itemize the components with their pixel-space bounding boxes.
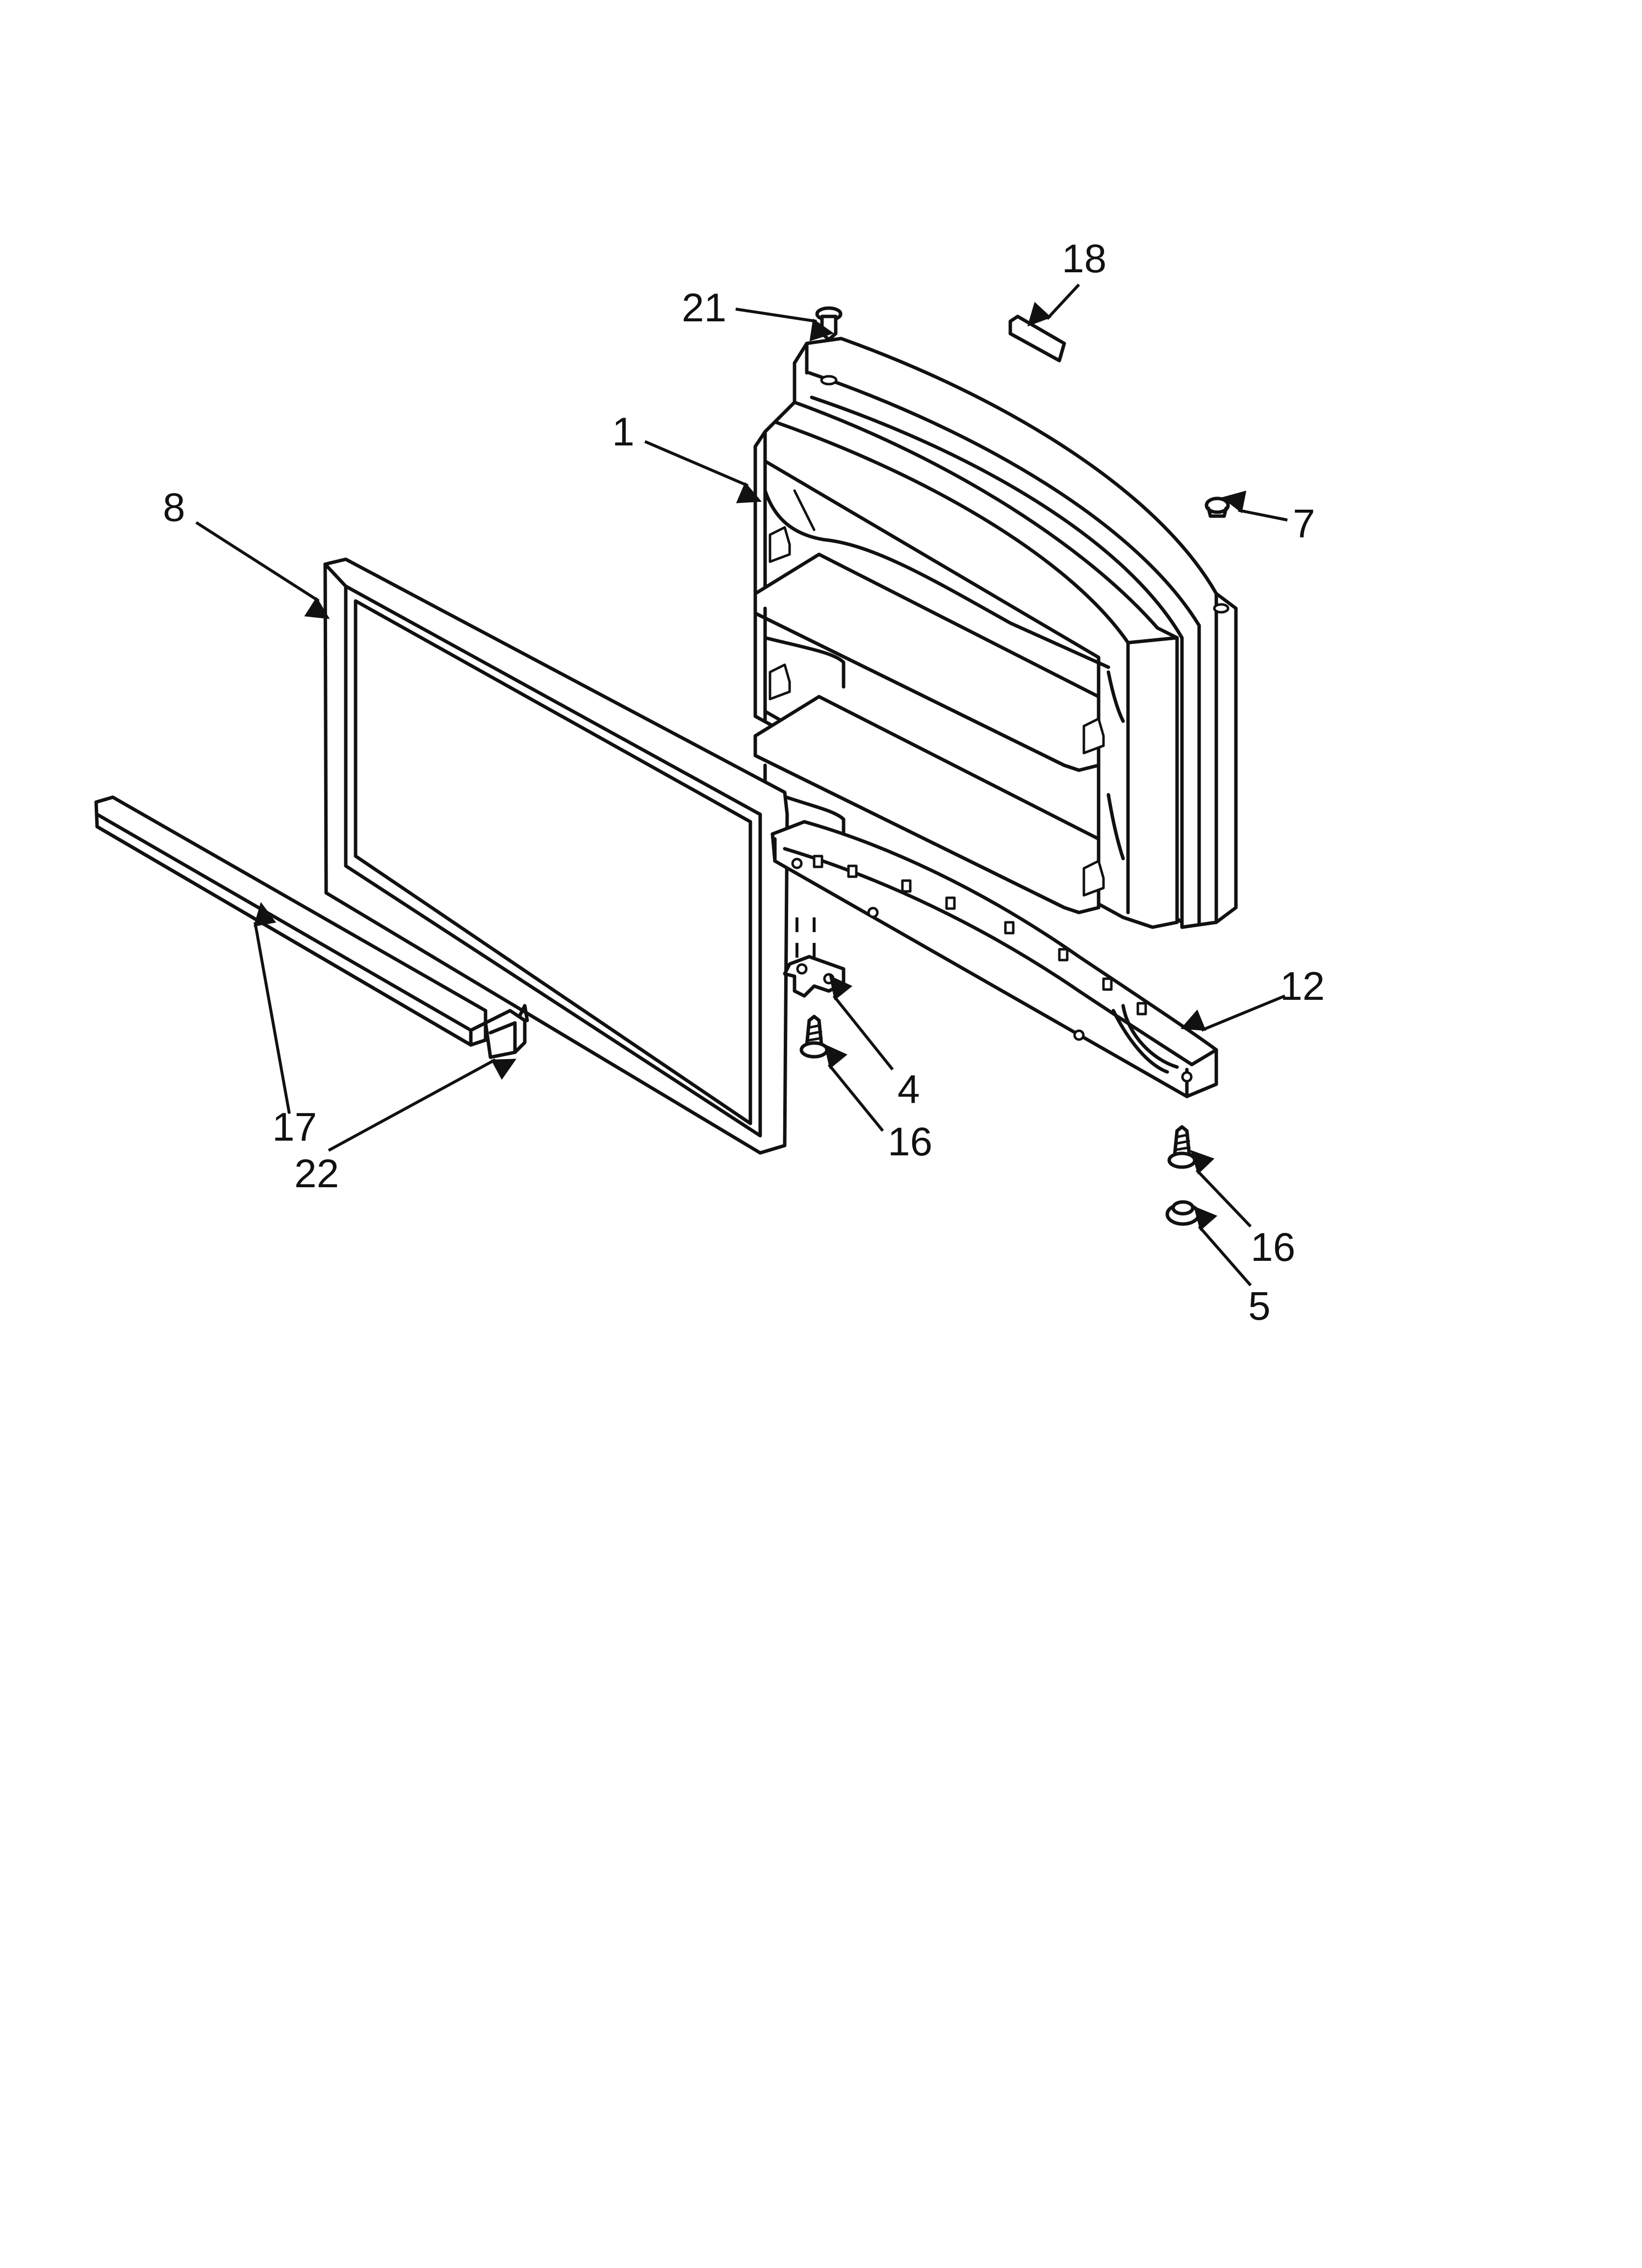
callout-12: 12 bbox=[1280, 964, 1325, 1009]
leader-lines bbox=[195, 283, 1288, 1286]
callout-16-left: 16 bbox=[888, 1120, 932, 1164]
callout-17: 17 bbox=[272, 1105, 317, 1149]
callout-7: 7 bbox=[1293, 501, 1315, 546]
trim-end-cap-part bbox=[484, 1004, 529, 1059]
plug-part bbox=[815, 306, 843, 341]
callout-4: 4 bbox=[898, 1067, 920, 1112]
door-trim-part bbox=[94, 795, 487, 1047]
door-handle-part bbox=[770, 820, 1218, 1098]
callout-8: 8 bbox=[163, 485, 185, 530]
screw-part-left bbox=[799, 1015, 829, 1059]
callout-22: 22 bbox=[294, 1151, 339, 1196]
callout-18: 18 bbox=[1062, 236, 1106, 281]
callout-1: 1 bbox=[612, 410, 635, 454]
button-cap-part bbox=[1205, 496, 1230, 518]
callout-16-right: 16 bbox=[1251, 1225, 1295, 1270]
hinge-bracket-part bbox=[783, 917, 846, 998]
door-gasket-part bbox=[323, 557, 789, 1155]
door-liner-part bbox=[753, 337, 1238, 929]
nut-part bbox=[1165, 1200, 1201, 1226]
callout-21: 21 bbox=[682, 286, 726, 330]
callout-labels: 1 8 21 18 7 12 4 16 16 5 17 22 bbox=[163, 236, 1325, 1329]
label-part bbox=[1008, 314, 1066, 363]
callout-5: 5 bbox=[1248, 1284, 1271, 1329]
screw-part-right bbox=[1167, 1125, 1197, 1169]
